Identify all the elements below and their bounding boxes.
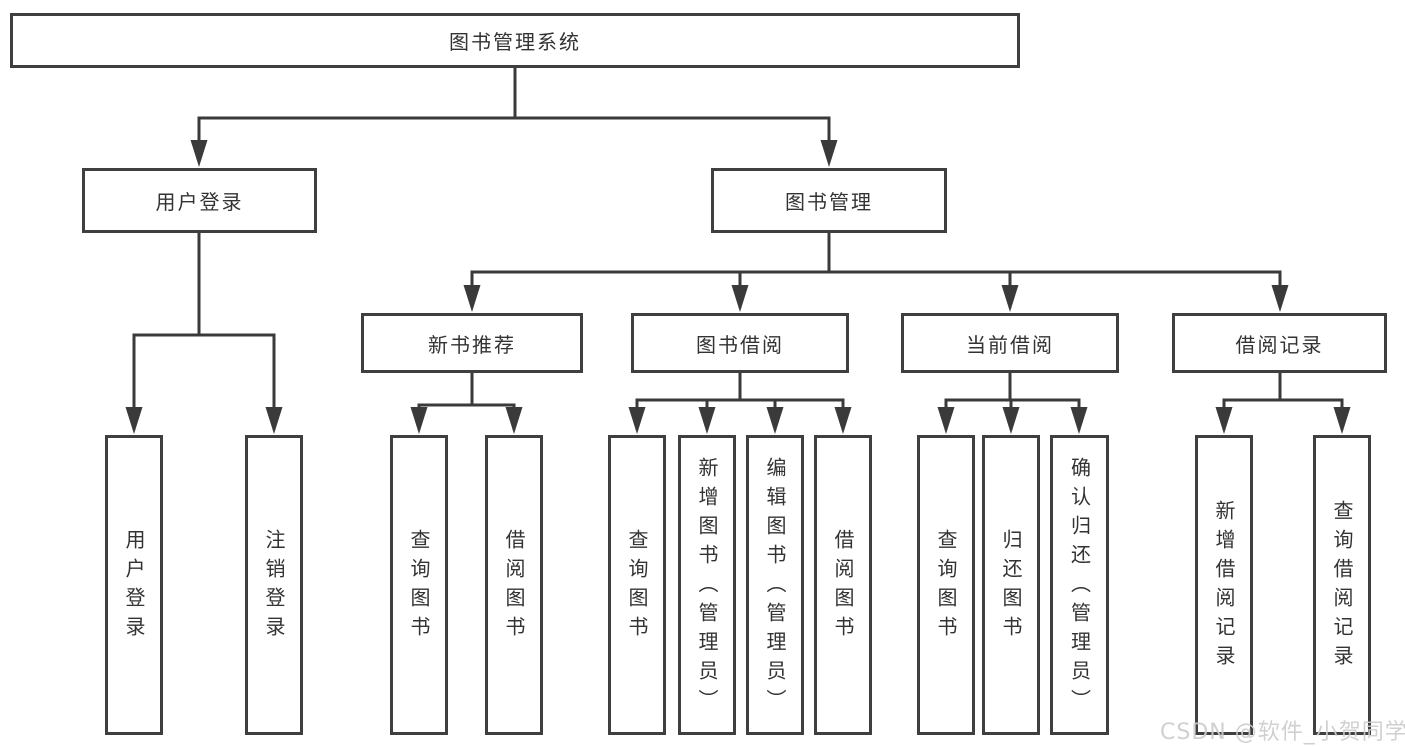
- arrowhead: [766, 407, 784, 434]
- node-book-borrowing: 图书借阅: [631, 313, 849, 373]
- connector-user-login-rail: [132, 333, 276, 430]
- leaf-confirm-return-admin: 确认归还（管理员）: [1050, 435, 1109, 735]
- arrowhead: [125, 407, 143, 434]
- arrowhead: [1271, 285, 1289, 312]
- leaf-borrow-books-2: 借阅图书: [814, 435, 872, 735]
- connector-new-book-rec-rail: [417, 373, 516, 430]
- arrowhead: [937, 407, 955, 434]
- arrowheads: [125, 140, 1351, 434]
- arrowhead: [265, 407, 283, 434]
- arrowhead: [1070, 407, 1088, 434]
- node-current-borrowing: 当前借阅: [901, 313, 1119, 373]
- arrowhead: [834, 407, 852, 434]
- node-book-management: 图书管理: [711, 168, 947, 233]
- arrowhead: [1215, 407, 1233, 434]
- arrowhead: [410, 407, 428, 434]
- leaf-return-books: 归还图书: [982, 435, 1040, 735]
- arrowhead: [1001, 285, 1019, 312]
- leaf-user-login: 用户登录: [105, 435, 163, 735]
- node-library-management-system: 图书管理系统: [10, 13, 1020, 68]
- csdn-watermark: CSDN @软件_小贺同学: [1160, 720, 1405, 745]
- leaf-query-borrow-record: 查询借阅记录: [1313, 435, 1371, 735]
- leaf-add-borrow-record: 新增借阅记录: [1195, 435, 1253, 735]
- leaf-query-books-1: 查询图书: [390, 435, 448, 735]
- leaf-edit-books-admin: 编辑图书（管理员）: [746, 435, 804, 735]
- leaf-query-books-3: 查询图书: [917, 435, 975, 735]
- arrowhead: [1002, 407, 1020, 434]
- leaf-logout: 注销登录: [245, 435, 303, 735]
- arrowhead: [1333, 407, 1351, 434]
- node-user-login: 用户登录: [82, 168, 317, 233]
- arrowhead: [731, 285, 749, 312]
- node-borrowing-records: 借阅记录: [1172, 313, 1387, 373]
- connector-level3-rail: [470, 270, 1282, 308]
- leaf-query-books-2: 查询图书: [608, 435, 666, 735]
- arrowhead: [628, 407, 646, 434]
- connector-borrow-records-rail: [1222, 373, 1344, 430]
- connector-level2-rail: [197, 116, 831, 162]
- arrowhead: [190, 140, 208, 167]
- leaf-add-books-admin: 新增图书（管理员）: [678, 435, 736, 735]
- connector-book-borrow-rail: [635, 373, 845, 430]
- arrowhead: [698, 407, 716, 434]
- leaf-borrow-books-1: 借阅图书: [485, 435, 543, 735]
- arrowhead: [505, 407, 523, 434]
- node-new-book-recommend: 新书推荐: [361, 313, 583, 373]
- arrowhead: [820, 140, 838, 167]
- arrowhead: [463, 285, 481, 312]
